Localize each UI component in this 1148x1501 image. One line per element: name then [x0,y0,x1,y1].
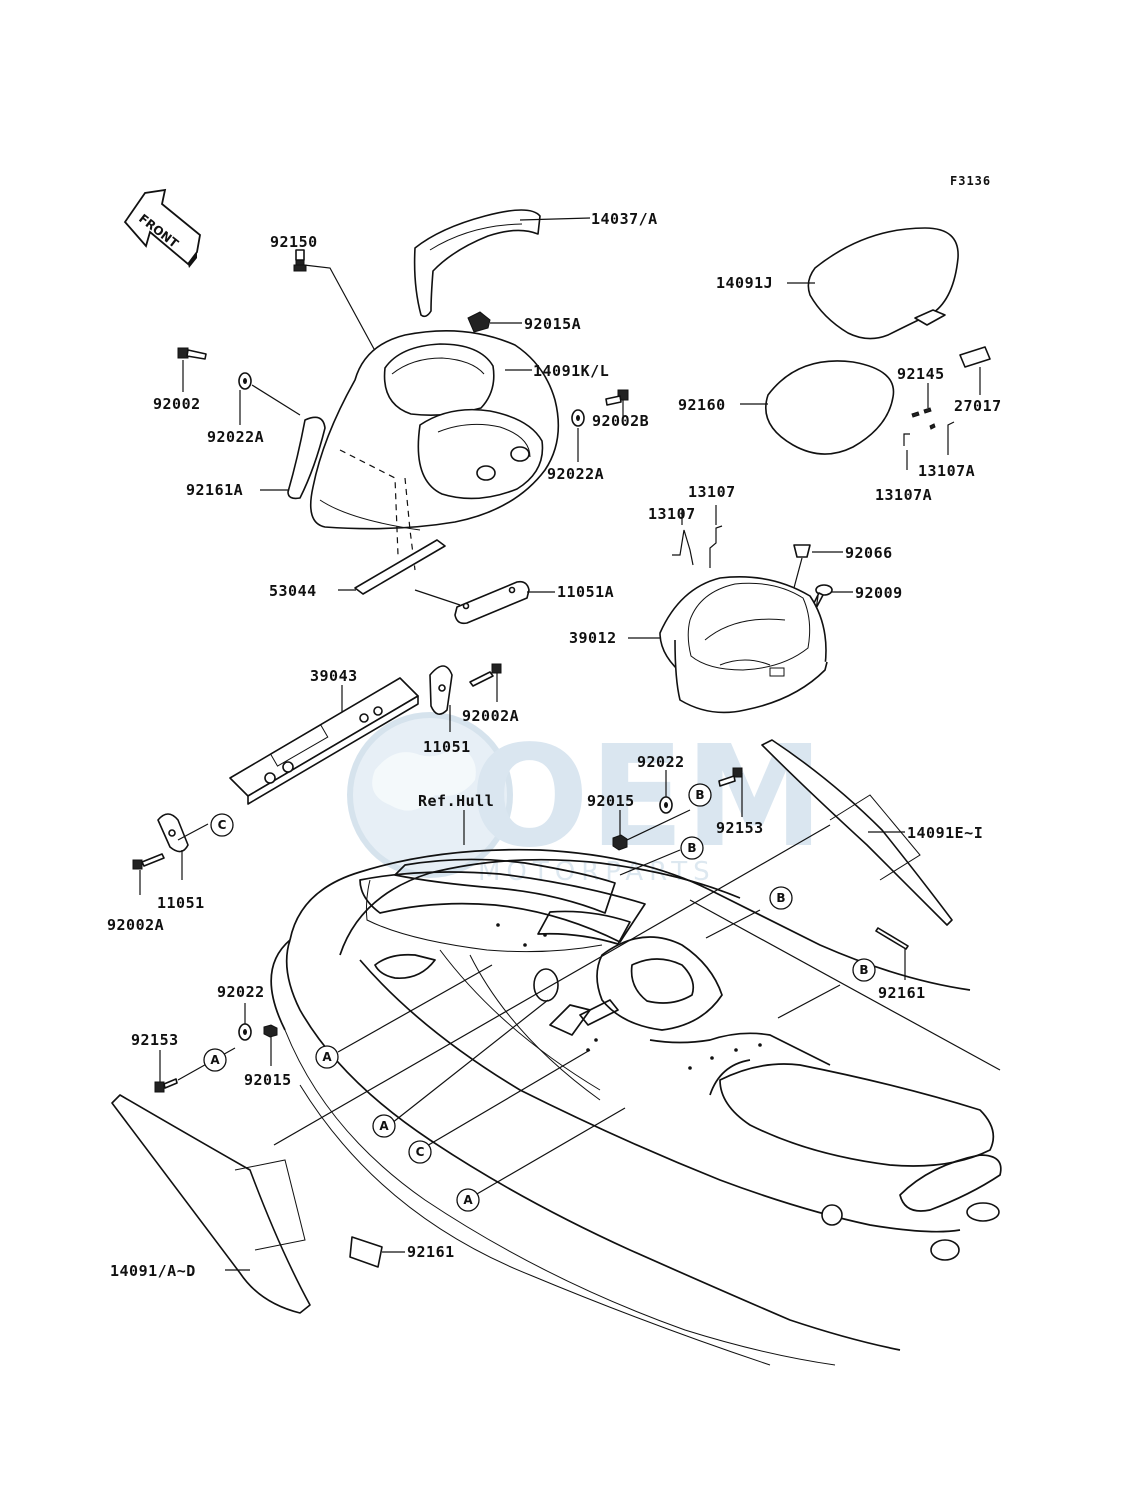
nut-92015-right [612,809,691,851]
strip-92161A [260,416,326,500]
label-92150: 92150 [270,233,318,251]
label-92009: 92009 [855,584,903,602]
bolt-92153-right [718,767,743,817]
bolt-92002A-right [469,663,502,702]
label-92153-1: 92153 [716,819,764,837]
label-39043: 39043 [310,667,358,685]
label-14091KL: 14091K/L [533,362,609,380]
svg-text:B: B [859,963,868,977]
plate-11051-left [157,813,209,880]
side-cover-14091A-D [111,1094,405,1314]
label-13107A-1: 13107A [918,462,975,480]
svg-text:A: A [322,1050,332,1064]
svg-text:A: A [463,1193,473,1207]
svg-text:B: B [776,891,785,905]
watermark: OEM MOTORPARTS [347,712,824,887]
label-14091E-I: 14091E~I [907,824,983,842]
label-11051A: 11051A [557,583,614,601]
svg-text:C: C [416,1145,425,1159]
bolt-92002B [605,389,629,418]
marker-C-left: C [210,813,234,837]
clip-13107A-upper [947,421,955,455]
clips-92145 [911,383,936,430]
reference-lines [273,824,1001,1199]
hull-outline [270,810,1002,1366]
washer-92022A-right [571,409,585,462]
plate-11051-right [429,665,453,732]
pad-92160 [740,360,895,455]
svg-text:A: A [210,1053,220,1067]
label-92145: 92145 [897,365,945,383]
marker-C-2: C [408,1140,432,1164]
marker-A-1: A [315,1045,339,1069]
marker-B-4: B [852,958,876,982]
assembly-line-left [339,449,399,556]
marker-A-left: A [203,1048,227,1072]
bolt-92150 [293,249,381,361]
callout-labels: 14037/A 92150 92015A 14091K/L 92002 9202… [107,210,1002,1280]
svg-text:B: B [695,788,704,802]
label-92002A-1: 92002A [462,707,519,725]
handle-cover-14037 [413,209,591,318]
plate-39043 [229,677,419,805]
rod-53044 [338,539,446,595]
seat-14091J [787,227,959,340]
svg-text:A: A [379,1119,389,1133]
wire-13107-2 [709,505,723,568]
marker-B-1: B [688,783,712,807]
marker-B-3: B [769,886,793,910]
label-92015A: 92015A [524,315,581,333]
tag-27017 [959,346,991,395]
washer-92022A-left [238,372,301,425]
label-92015-2: 92015 [244,1071,292,1089]
clip-13107A-lower [903,433,910,470]
label-92022A-1: 92022A [207,428,264,446]
label-13107A-2: 13107A [875,486,932,504]
bracket-11051A [414,580,555,625]
clip-92015A [467,311,522,333]
marker-B-2: B [680,836,704,860]
svg-text:B: B [687,841,696,855]
side-cover-14091E-I [761,739,953,980]
label-92002: 92002 [153,395,201,413]
label-53044: 53044 [269,582,317,600]
label-39012: 39012 [569,629,617,647]
label-11051-2: 11051 [157,894,205,912]
label-14091J: 14091J [716,274,773,292]
label-92153-2: 92153 [131,1031,179,1049]
label-92015-1: 92015 [587,792,635,810]
marker-A-3: A [456,1188,480,1212]
label-92161A: 92161A [186,481,243,499]
label-92160: 92160 [678,396,726,414]
label-92066: 92066 [845,544,893,562]
nut-92015-left [263,1024,278,1066]
console-cover-14091KL [309,329,560,531]
wire-13107-1 [672,508,694,566]
front-arrow-icon: FRONT [123,188,201,268]
label-92022A-2: 92022A [547,465,604,483]
label-13107-2: 13107 [648,505,696,523]
washer-92022-left [238,1003,252,1041]
label-92161-2: 92161 [407,1243,455,1261]
bolt-92002 [177,347,207,392]
figure-code: F3136 [950,174,991,188]
label-92022-1: 92022 [637,753,685,771]
tray-39012 [628,576,828,714]
washer-92022-right [659,770,673,814]
label-14037A: 14037/A [591,210,658,228]
ref-hull-label: Ref.Hull [418,792,494,810]
label-11051-1: 11051 [423,738,471,756]
label-14091A-D: 14091/A~D [110,1262,196,1280]
bolt-92002A-left [132,853,165,895]
label-92002A-2: 92002A [107,916,164,934]
svg-text:C: C [218,818,227,832]
label-92161-1: 92161 [878,984,926,1002]
label-92022-2: 92022 [217,983,265,1001]
label-92002B: 92002B [592,412,649,430]
label-13107-1: 13107 [688,483,736,501]
marker-A-2: A [372,1114,396,1138]
label-27017: 27017 [954,397,1002,415]
